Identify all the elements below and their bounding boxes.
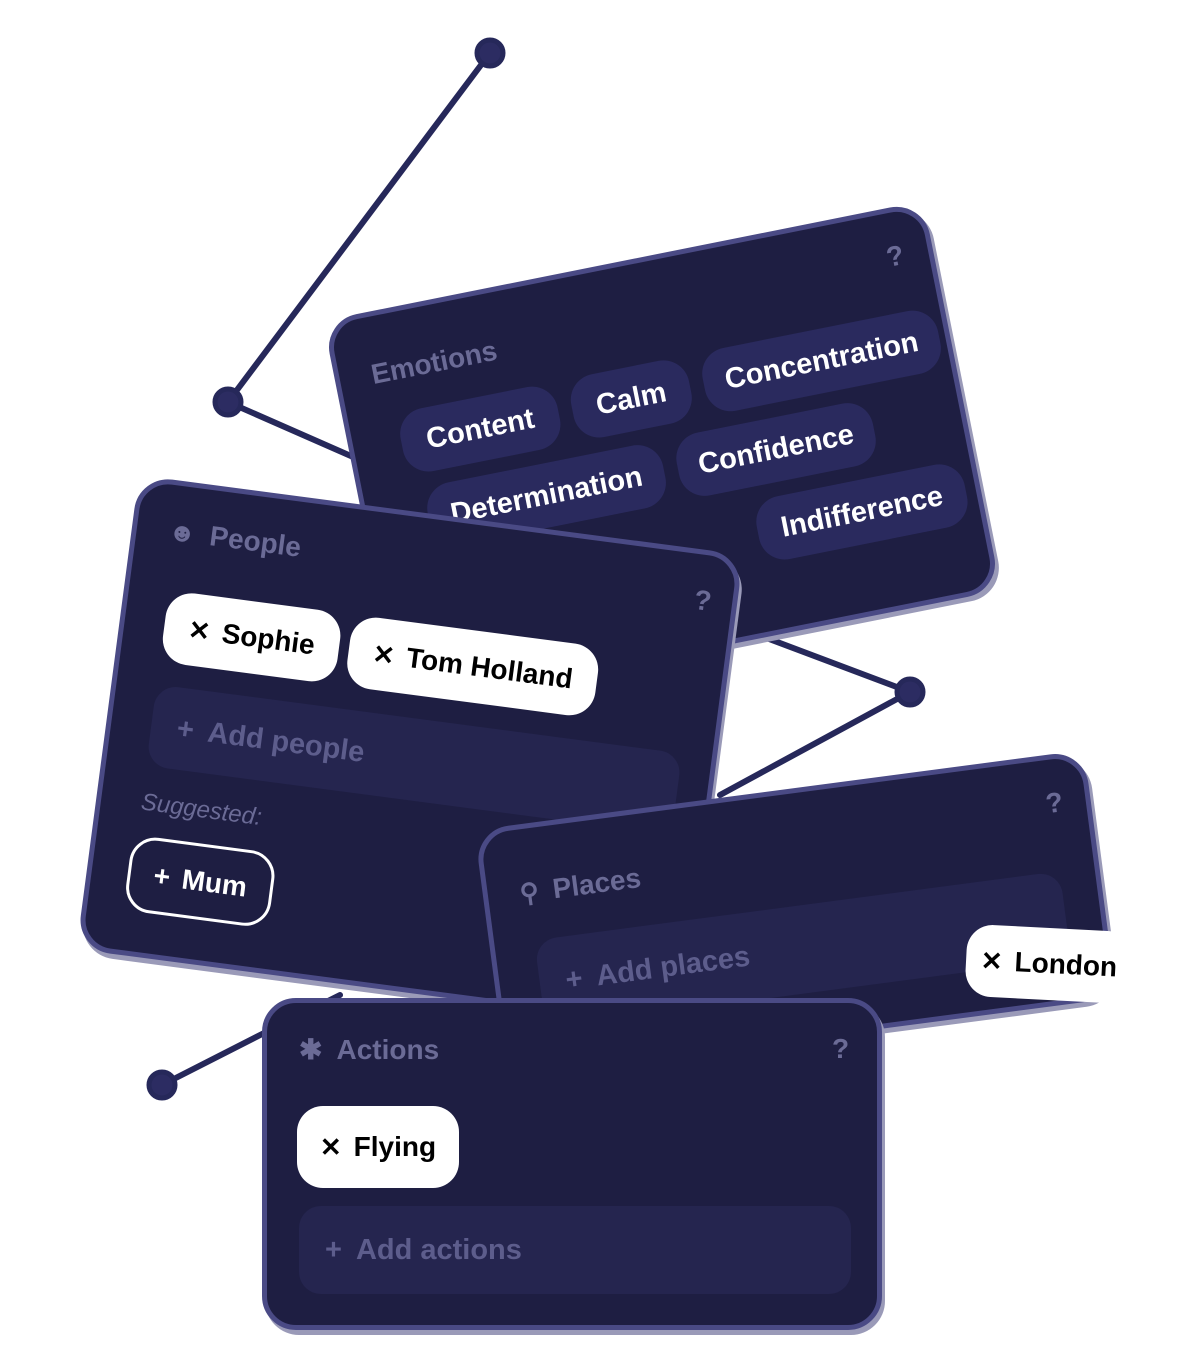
place-chip-label: London — [1013, 946, 1118, 983]
node-dot — [894, 676, 926, 708]
suggested-chip[interactable]: +Mum — [122, 834, 278, 929]
help-icon[interactable]: ? — [832, 1033, 850, 1064]
actions-card: ✱ Actions ? ✕ Flying + Add actions — [262, 998, 882, 1330]
suggested-label: Suggested: — [139, 788, 264, 832]
remove-icon[interactable]: ✕ — [186, 613, 213, 647]
place-chip[interactable]: ✕ London — [964, 923, 1134, 1005]
plus-icon: + — [175, 712, 197, 746]
remove-icon[interactable]: ✕ — [980, 944, 1004, 977]
people-header: ☻ People — [167, 515, 303, 564]
connector-line — [225, 399, 363, 463]
add-actions-placeholder: Add actions — [355, 1233, 522, 1266]
actions-title: Actions — [336, 1033, 440, 1065]
add-places-placeholder: Add places — [594, 939, 752, 992]
places-title: Places — [550, 862, 643, 905]
suggested-chip-label: Mum — [179, 863, 249, 903]
map-pin-icon: ⚲ — [517, 875, 541, 909]
remove-icon[interactable]: ✕ — [371, 637, 397, 671]
plus-icon: + — [325, 1233, 342, 1266]
emotion-chip[interactable]: Concentration — [697, 306, 946, 416]
places-header: ⚲ Places — [518, 862, 643, 910]
connector-line — [717, 625, 918, 798]
add-actions-input[interactable]: + Add actions — [299, 1206, 851, 1294]
remove-icon[interactable]: ✕ — [319, 1131, 342, 1162]
help-icon[interactable]: ? — [1043, 786, 1065, 820]
emotion-chip[interactable]: Content — [395, 382, 566, 477]
emotion-chip[interactable]: Calm — [566, 355, 697, 443]
connector-line — [225, 50, 493, 405]
person-icon: ☻ — [166, 515, 198, 549]
person-chip-label: Tom Holland — [404, 641, 575, 695]
running-icon: ✱ — [299, 1034, 323, 1065]
people-title: People — [207, 520, 303, 563]
node-dot — [146, 1069, 178, 1101]
plus-icon: + — [563, 961, 585, 996]
action-chip[interactable]: ✕ Flying — [297, 1106, 459, 1188]
action-chip-label: Flying — [353, 1131, 437, 1162]
add-people-placeholder: Add people — [205, 716, 367, 769]
help-icon[interactable]: ? — [692, 583, 714, 617]
help-icon[interactable]: ? — [883, 239, 907, 273]
emotions-title: Emotions — [368, 334, 500, 391]
node-dot — [212, 386, 244, 418]
actions-header: ✱ Actions — [299, 1033, 439, 1066]
node-dot — [474, 37, 506, 69]
person-chip[interactable]: ✕Tom Holland — [344, 614, 602, 719]
person-chip-label: Sophie — [220, 617, 317, 661]
plus-icon: + — [151, 859, 173, 893]
person-chip[interactable]: ✕Sophie — [159, 590, 344, 685]
